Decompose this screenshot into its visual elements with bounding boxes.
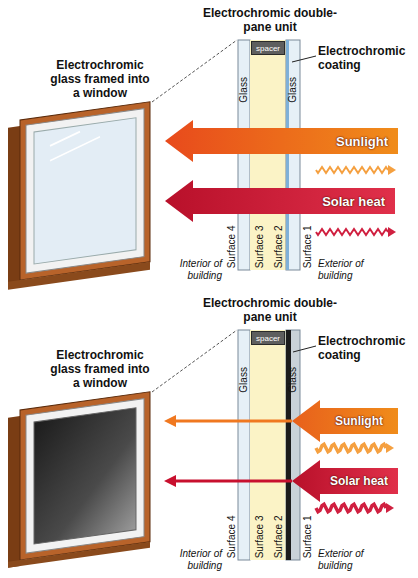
spacer-block: spacer bbox=[251, 331, 285, 345]
surface-label: Surface 3 bbox=[253, 226, 265, 269]
coating-label: Electrochromic coating bbox=[318, 44, 414, 72]
wave-head bbox=[388, 165, 396, 175]
surface-label: Surface 1 bbox=[301, 226, 313, 269]
surface-label: Surface 1 bbox=[301, 516, 313, 559]
side-label: Interior of building bbox=[158, 548, 222, 572]
side-label: Interior of building bbox=[158, 258, 222, 282]
arrow-text: Sunlight bbox=[335, 414, 383, 428]
reflected-wave bbox=[316, 167, 388, 173]
window-clear bbox=[8, 102, 150, 290]
wave-head bbox=[386, 443, 394, 453]
reflected-wave bbox=[316, 229, 388, 235]
spacer-text: spacer bbox=[256, 44, 280, 53]
surface-label: Surface 2 bbox=[272, 516, 284, 559]
sunlight-arrow: Sunlight bbox=[292, 400, 398, 442]
window-label: Electrochromic glass framed into a windo… bbox=[48, 58, 152, 100]
glass-label: Glass bbox=[238, 77, 250, 103]
window-tinted bbox=[8, 392, 150, 568]
arrow-text: Solar heat bbox=[330, 474, 388, 488]
window-label: Electrochromic glass framed into a windo… bbox=[48, 348, 152, 390]
arrow-body bbox=[165, 180, 395, 222]
wave-head bbox=[386, 503, 394, 513]
surface-label: Surface 2 bbox=[272, 226, 284, 269]
glass-label: Glass bbox=[238, 367, 250, 393]
surface-label: Surface 4 bbox=[225, 226, 237, 269]
solar-heat-arrow: Solar heat bbox=[165, 180, 395, 222]
arrow-body bbox=[165, 120, 398, 162]
unit-title: Electrochromic double-pane unit bbox=[200, 296, 340, 324]
arrow-text: Sunlight bbox=[336, 134, 388, 149]
reflected-wave bbox=[316, 444, 386, 452]
spacer-text: spacer bbox=[256, 334, 280, 343]
arrow-text: Solar heat bbox=[322, 194, 385, 209]
spacer-block: spacer bbox=[251, 41, 285, 55]
surface-label: Surface 3 bbox=[253, 516, 265, 559]
glass-label: Glass bbox=[287, 77, 299, 103]
side-label: Exterior of building bbox=[318, 258, 390, 282]
side-label: Exterior of building bbox=[318, 548, 390, 572]
solar-heat-arrow: Solar heat bbox=[292, 460, 398, 502]
unit-title: Electrochromic double-pane unit bbox=[200, 6, 340, 34]
sunlight-arrow: Sunlight bbox=[165, 120, 398, 162]
arrow-body bbox=[292, 400, 398, 442]
wave-head bbox=[388, 227, 396, 237]
reflected-wave bbox=[316, 504, 386, 512]
coating-label: Electrochromic coating bbox=[318, 334, 414, 362]
glass-label: Glass bbox=[287, 367, 299, 393]
surface-label: Surface 4 bbox=[225, 516, 237, 559]
arrow-body bbox=[292, 460, 398, 502]
